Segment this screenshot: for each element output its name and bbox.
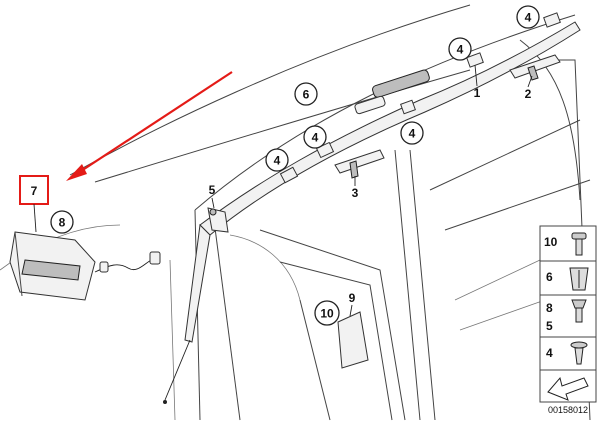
callout-4-center: 4 bbox=[303, 125, 327, 149]
clip-5 bbox=[207, 207, 229, 233]
legend-item-8: 8 bbox=[546, 299, 587, 323]
label-part-3: 3 bbox=[352, 176, 359, 200]
curtain-airbag bbox=[163, 21, 581, 404]
callout-4-upper: 4 bbox=[448, 37, 472, 61]
svg-text:4: 4 bbox=[312, 131, 319, 145]
svg-text:7: 7 bbox=[31, 184, 38, 198]
svg-text:9: 9 bbox=[349, 291, 356, 305]
svg-text:8: 8 bbox=[59, 216, 66, 230]
callout-4-left: 4 bbox=[265, 148, 289, 172]
svg-text:6: 6 bbox=[303, 88, 310, 102]
fastener-legend: 10 6 8 5 4 bbox=[539, 225, 597, 403]
clips-4 bbox=[279, 12, 561, 184]
expanding-rivet-icon bbox=[570, 341, 588, 365]
document-number: 00158012 bbox=[548, 405, 588, 415]
svg-text:3: 3 bbox=[352, 186, 359, 200]
label-part-9: 9 bbox=[349, 291, 356, 317]
callout-8: 8 bbox=[50, 210, 74, 234]
clip-bracket-2 bbox=[509, 54, 561, 81]
svg-text:10: 10 bbox=[320, 307, 334, 321]
svg-text:4: 4 bbox=[546, 346, 553, 360]
passenger-airbag-module bbox=[9, 231, 161, 301]
label-part-2: 2 bbox=[525, 75, 533, 101]
clip-bracket-3 bbox=[334, 149, 385, 179]
label-part-5: 5 bbox=[209, 183, 216, 209]
svg-text:5: 5 bbox=[209, 183, 216, 197]
legend-item-4: 4 bbox=[546, 341, 588, 365]
arrow-continuation-icon bbox=[547, 376, 589, 401]
svg-text:4: 4 bbox=[457, 43, 464, 57]
label-part-1: 1 bbox=[474, 64, 481, 100]
svg-text:8: 8 bbox=[546, 301, 553, 315]
label-part-7-highlighted: 7 bbox=[19, 175, 49, 233]
callout-4-top-right: 4 bbox=[516, 5, 540, 29]
svg-text:1: 1 bbox=[474, 86, 481, 100]
svg-text:4: 4 bbox=[274, 154, 281, 168]
svg-text:2: 2 bbox=[525, 87, 532, 101]
callout-4-middle: 4 bbox=[400, 121, 424, 145]
screw-icon bbox=[571, 299, 587, 323]
svg-text:5: 5 bbox=[546, 319, 553, 333]
clip-nut-icon bbox=[569, 267, 589, 291]
legend-item-10: 10 bbox=[544, 232, 587, 256]
svg-text:4: 4 bbox=[525, 11, 532, 25]
svg-text:10: 10 bbox=[544, 235, 558, 249]
svg-text:4: 4 bbox=[409, 127, 416, 141]
callout-6: 6 bbox=[294, 82, 318, 106]
screw-icon bbox=[571, 232, 587, 256]
callout-10: 10 bbox=[314, 300, 340, 326]
legend-item-6: 6 bbox=[546, 267, 589, 291]
svg-text:6: 6 bbox=[546, 270, 553, 284]
trim-piece-9 bbox=[337, 311, 369, 369]
highlight-arrow bbox=[66, 71, 233, 181]
legend-item-5: 5 bbox=[546, 319, 553, 333]
